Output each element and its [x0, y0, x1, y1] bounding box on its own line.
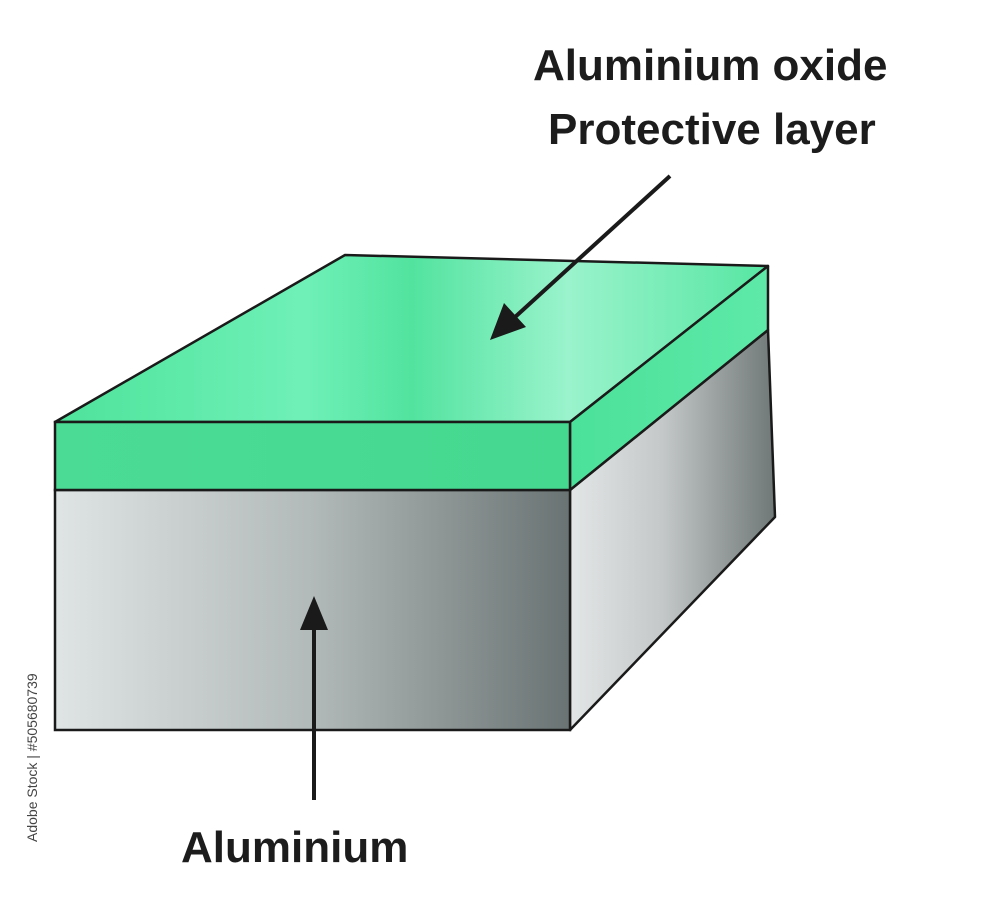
oxide-front-face — [53, 420, 572, 492]
oxide-label-line2: Protective layer — [548, 105, 876, 154]
oxide-pointer-arrow — [490, 174, 672, 340]
oxide-label-line1: Aluminium oxide — [533, 41, 888, 90]
aluminium-label: Aluminium — [181, 823, 409, 872]
stock-credit: Adobe Stock | #505680739 — [24, 673, 40, 842]
aluminium-pointer-arrow — [300, 596, 328, 800]
